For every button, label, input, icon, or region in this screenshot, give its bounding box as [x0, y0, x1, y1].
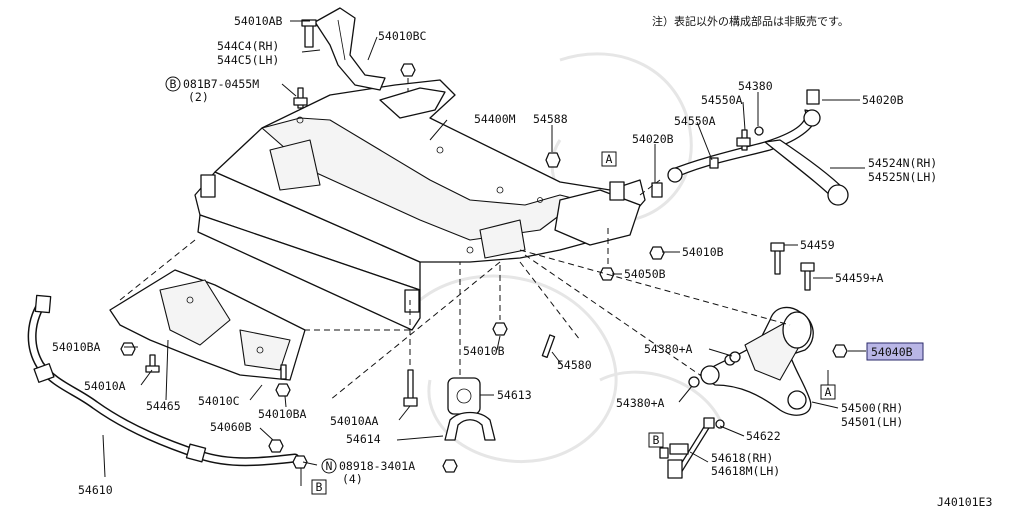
upper-link-arm [651, 89, 849, 206]
label-54524N[interactable]: 54524N(RH) [868, 156, 937, 170]
label-54400M[interactable]: 54400M [474, 112, 516, 126]
stabilizer-bushing [447, 377, 481, 415]
label-54610[interactable]: 54610 [78, 483, 113, 497]
label-54618[interactable]: 54618(RH) [711, 451, 773, 465]
label-54588[interactable]: 54588 [533, 112, 568, 126]
label-54465[interactable]: 54465 [146, 399, 181, 413]
label-54050B[interactable]: 54050B [624, 267, 666, 281]
ref-box-b-right: B [648, 432, 664, 448]
transverse-link [699, 306, 814, 416]
label-54010A[interactable]: 54010A [84, 379, 126, 393]
footnote: 注）表記以外の構成部品は非販売です。 [652, 14, 849, 28]
svg-text:B: B [316, 480, 323, 494]
label-54501[interactable]: 54501(LH) [841, 415, 903, 429]
label-54614[interactable]: 54614 [346, 432, 381, 446]
label-54550A-1[interactable]: 54550A [674, 114, 716, 128]
ref-box-a-lower: A [820, 384, 836, 400]
label-081B7-qty: (2) [188, 90, 209, 104]
label-08918-qty: (4) [342, 472, 363, 486]
label-54010C[interactable]: 54010C [198, 394, 240, 408]
label-54380[interactable]: 54380 [738, 79, 773, 93]
label-08918[interactable]: 08918-3401A [339, 459, 415, 473]
label-54010AB[interactable]: 54010AB [234, 14, 283, 28]
mount-bracket [301, 7, 386, 91]
ref-box-a-upper: A [601, 151, 617, 167]
label-54010B-1[interactable]: 54010B [682, 245, 724, 259]
label-54020B-mid[interactable]: 54020B [632, 132, 674, 146]
label-54459A[interactable]: 54459+A [835, 271, 884, 285]
hardware [120, 63, 848, 473]
label-544C4[interactable]: 544C4(RH) [217, 39, 279, 53]
svg-text:A: A [825, 385, 832, 399]
label-54040B[interactable]: 54040B [871, 345, 913, 359]
label-54459[interactable]: 54459 [800, 238, 835, 252]
label-544C5[interactable]: 544C5(LH) [217, 53, 279, 67]
callout-labels: 注）表記以外の構成部品は非販売です。 54010AB 544C4(RH) 544… [52, 14, 992, 509]
label-54010BA-2[interactable]: 54010BA [258, 407, 307, 421]
label-54010BA-1[interactable]: 54010BA [52, 340, 101, 354]
label-54060B[interactable]: 54060B [210, 420, 252, 434]
label-081B7[interactable]: 081B7-0455M [183, 77, 259, 91]
label-54500[interactable]: 54500(RH) [841, 401, 903, 415]
circled-b-mark: B [165, 76, 181, 92]
label-54525N[interactable]: 54525N(LH) [868, 170, 937, 184]
label-54020B-top[interactable]: 54020B [862, 93, 904, 107]
label-54618M[interactable]: 54618M(LH) [711, 464, 780, 478]
circled-n-mark: N [321, 458, 337, 474]
stabilizer-link [667, 417, 715, 479]
diagram-code: J40101E3 [937, 495, 992, 509]
label-54010BC[interactable]: 54010BC [378, 29, 427, 43]
front-stay [109, 269, 306, 381]
label-54380A-1[interactable]: 54380+A [644, 342, 693, 356]
label-54010B-2[interactable]: 54010B [463, 344, 505, 358]
front-crossmember [194, 79, 646, 331]
label-54613[interactable]: 54613 [497, 388, 532, 402]
svg-text:N: N [326, 459, 333, 473]
svg-text:B: B [653, 433, 660, 447]
highlighted-part-box [866, 342, 924, 361]
label-54550A-2[interactable]: 54550A [701, 93, 743, 107]
label-54010AA[interactable]: 54010AA [330, 414, 379, 428]
svg-text:B: B [170, 77, 177, 91]
label-54380A-2[interactable]: 54380+A [616, 396, 665, 410]
stabilizer-bar [27, 294, 300, 467]
bushing-clamp [444, 411, 496, 441]
svg-text:A: A [606, 152, 613, 166]
label-54622[interactable]: 54622 [746, 429, 781, 443]
ref-box-b-left: B [311, 479, 327, 495]
label-54580[interactable]: 54580 [557, 358, 592, 372]
